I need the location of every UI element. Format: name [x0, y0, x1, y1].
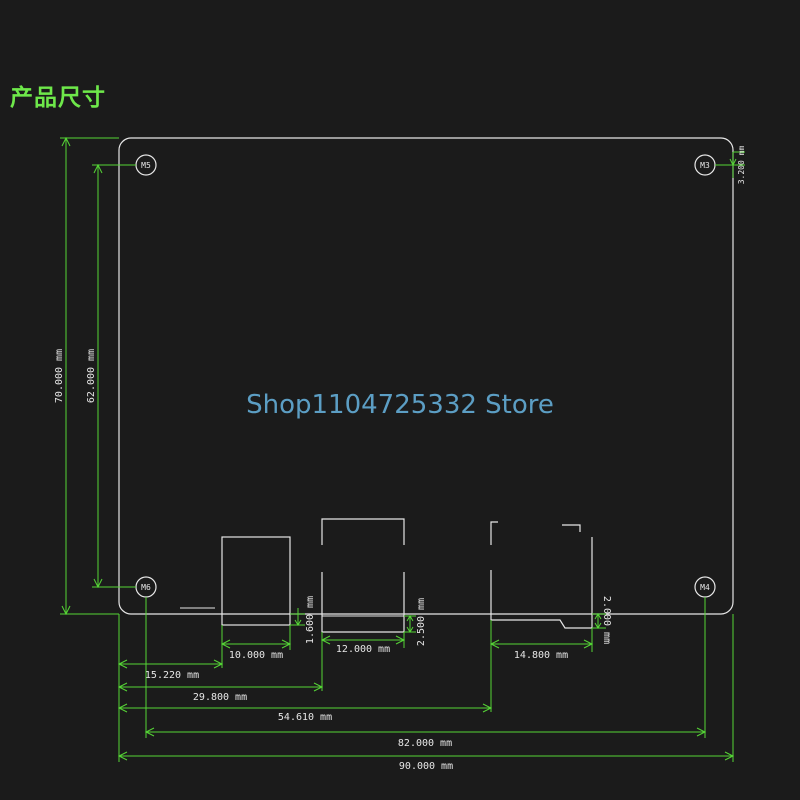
dim-total-width: 90.000 mm: [399, 761, 453, 772]
watermark-text: Shop1104725332 Store: [246, 390, 554, 420]
board-outline: [118, 137, 734, 615]
dim-hole-spacing-vertical: 62.000 mm: [86, 349, 97, 403]
dim-total-height: 70.000 mm: [54, 349, 65, 403]
connector-3: [490, 521, 593, 629]
mounting-hole-m3: M3: [694, 154, 716, 176]
hole-label-m6: M6: [141, 583, 151, 592]
hole-label-m5: M5: [141, 161, 151, 170]
dim-port1-width: 10.000 mm: [229, 650, 283, 661]
dimension-lines: [60, 136, 745, 762]
hole-label-m4: M4: [700, 583, 710, 592]
dim-port3-height: 2.000 mm: [601, 596, 612, 644]
connector-2: [321, 518, 405, 633]
dim-port3-offset: 54.610 mm: [278, 712, 332, 723]
dim-port1-offset: 15.220 mm: [145, 670, 199, 681]
mounting-hole-m4: M4: [694, 576, 716, 598]
hole-label-m3: M3: [700, 161, 710, 170]
dim-port3-width: 14.800 mm: [514, 650, 568, 661]
dim-hole-offset: 3.200 mm: [737, 146, 746, 185]
mounting-hole-m5: M5: [135, 154, 157, 176]
dim-port2-width: 12.000 mm: [336, 644, 390, 655]
dim-port2-height: 2.500 mm: [416, 598, 427, 646]
mounting-hole-m6: M6: [135, 576, 157, 598]
connector-1: [221, 536, 291, 626]
dim-port2-offset: 29.800 mm: [193, 692, 247, 703]
dim-port1-height: 1.600 mm: [305, 596, 316, 644]
page-title: 产品尺寸: [10, 85, 106, 111]
dim-hole-spacing-horizontal: 82.000 mm: [398, 738, 452, 749]
